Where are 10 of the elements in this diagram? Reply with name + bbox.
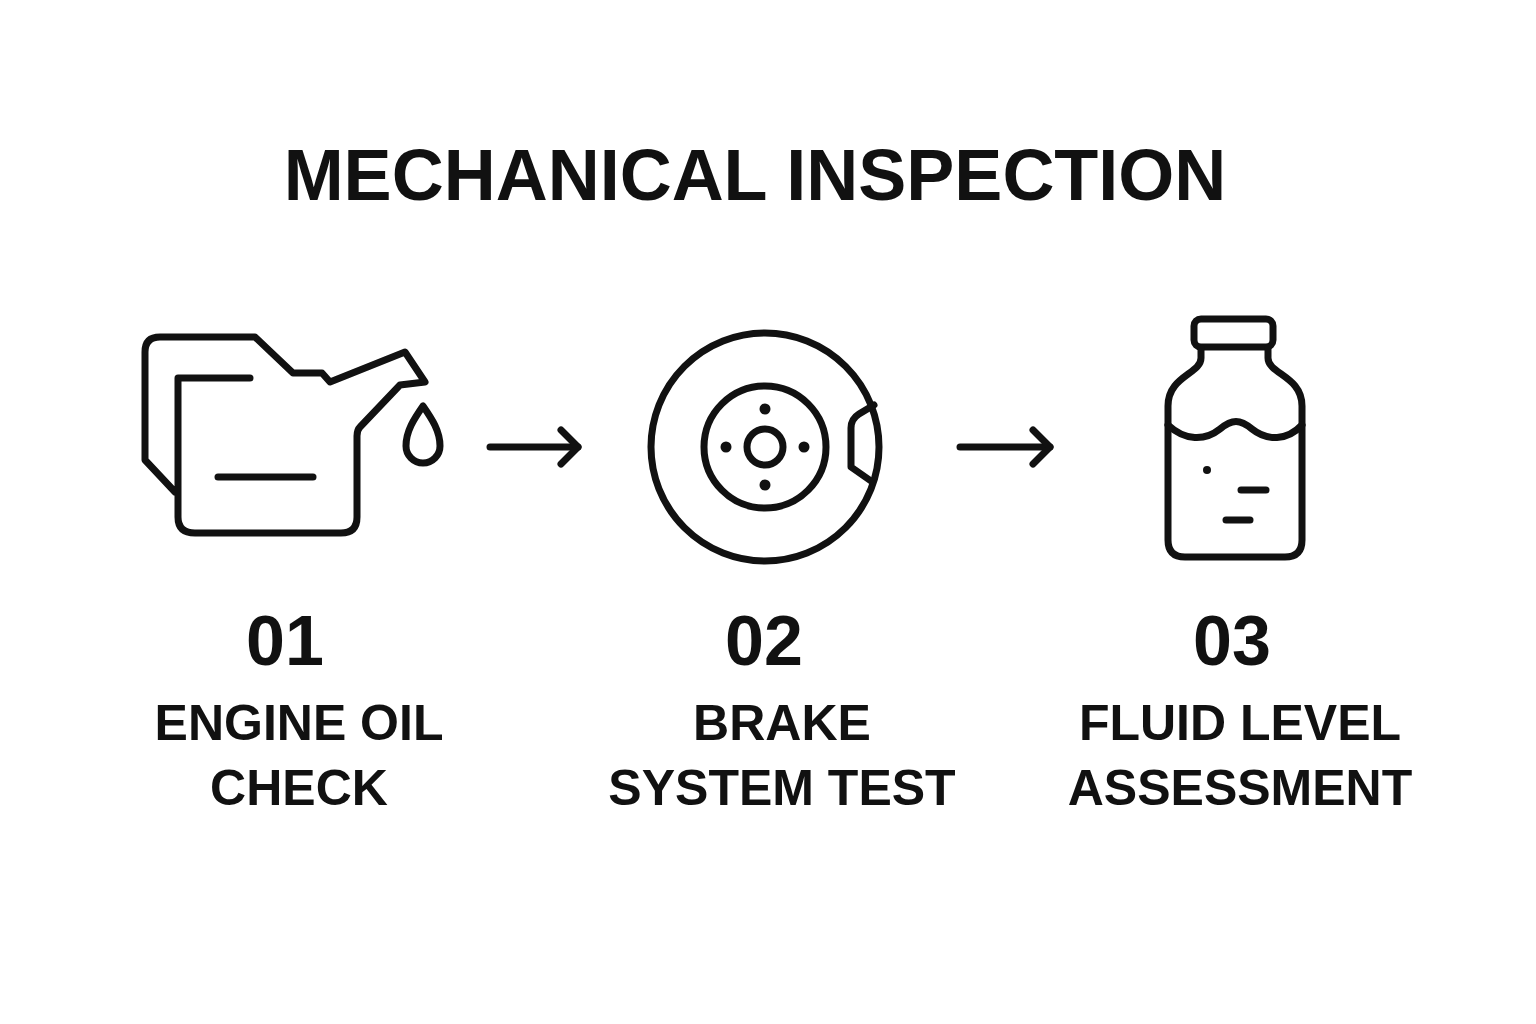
step-label: BRAKE SYSTEM TEST: [607, 694, 957, 818]
arrow: [956, 426, 1054, 468]
brake-disc-icon: [645, 327, 885, 567]
step-label: FLUID LEVEL ASSESSMENT: [1066, 694, 1414, 818]
step-number: 01: [246, 606, 324, 676]
step-number: 03: [1193, 606, 1271, 676]
step-label: ENGINE OIL CHECK: [153, 694, 445, 818]
step-number: 02: [725, 606, 803, 676]
arrow: [486, 426, 582, 468]
title: MECHANICAL INSPECTION: [283, 139, 1227, 211]
